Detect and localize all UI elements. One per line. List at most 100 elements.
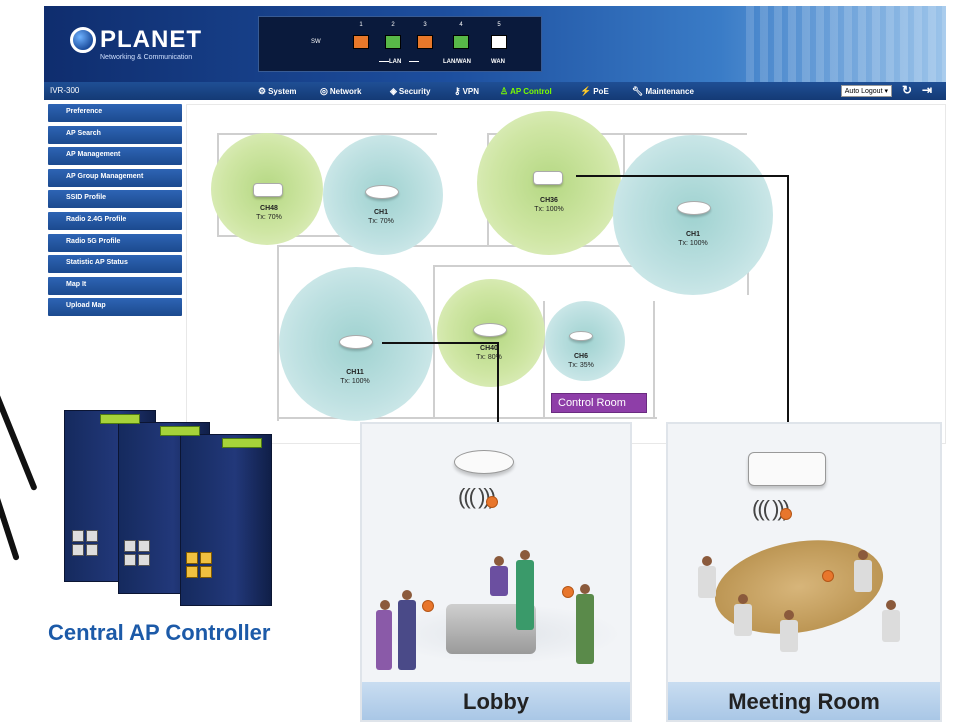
rj45-port-icon [138,540,150,552]
menu-security[interactable]: ◈Security [390,86,431,97]
poe-icon: ⚡ [580,86,592,96]
sidebar-item-ap-search[interactable]: AP Search [48,125,182,144]
rj45-port-icon [86,530,98,542]
sidebar-item-radio-24g-profile[interactable]: Radio 2.4G Profile [48,211,182,230]
meeting-room-panel: ((( ))) Meeting Room [666,422,942,722]
access-point-icon[interactable] [339,335,373,349]
port-1-icon[interactable] [353,35,369,49]
menu-poe[interactable]: ⚡PoE [580,86,609,97]
terminal-block-icon [222,438,262,448]
wifi-signal-icon [422,600,434,612]
model-name: IVR-300 [50,86,80,95]
ap-tx-power: Tx: 80% [476,354,502,361]
shield-icon: ◈ [390,86,397,96]
menu-label: Maintenance [645,87,694,96]
wifi-signal-icon [562,586,574,598]
sidebar-item-map-it[interactable]: Map It [48,276,182,295]
port-status-panel: SW 1 2 3 4 5 LAN LAN/WAN WAN [258,16,542,72]
port-group-label: LAN [389,59,402,65]
ap-tx-power: Tx: 70% [368,218,394,225]
access-point-icon[interactable] [569,331,593,341]
menu-label: Security [398,87,431,96]
globe-logo-icon [70,27,96,53]
sidebar-item-statistic-ap-status[interactable]: Statistic AP Status [48,255,182,274]
port-number: 3 [423,22,427,28]
control-room-label: Control Room [551,393,647,413]
rj45-port-icon [124,540,136,552]
sfp-port-icon [186,566,198,578]
ap-tx-power: Tx: 35% [568,362,594,369]
ap-tx-power: Tx: 100% [340,378,370,385]
access-point-icon[interactable] [473,323,507,337]
menu-label: PoE [593,87,609,96]
port-2-icon[interactable] [385,35,401,49]
access-point-icon[interactable] [677,201,711,215]
access-point-icon[interactable] [533,171,563,185]
meeting-room-label: Meeting Room [668,682,940,720]
ap-channel: CH1 [685,231,700,238]
connection-line [787,175,789,447]
sidebar-item-preference[interactable]: Preference [48,104,182,122]
ap-tx-power: Tx: 100% [678,240,708,247]
antenna-icon [0,321,38,492]
ap-channel: CH6 [573,353,588,360]
menu-vpn[interactable]: ⚷VPN [454,86,479,97]
ceiling-ap-icon [454,450,514,474]
coverage-zone [545,301,625,381]
planet-logo: PLANET [70,26,202,54]
port-5-icon[interactable] [491,35,507,49]
port-number: 4 [459,22,463,28]
ap-channel: CH1 [373,209,388,216]
access-point-icon[interactable] [253,183,283,197]
port-number: 5 [497,22,501,28]
ap-channel: CH48 [260,205,278,212]
sw-label: SW [311,39,321,45]
menu-system[interactable]: ⚙System [258,86,297,97]
sfp-port-icon [200,552,212,564]
port-number: 2 [391,22,395,28]
menu-ap-control[interactable]: ♙AP Control [500,86,552,97]
floor-map: CH48 Tx: 70% CH1 Tx: 70% CH36 Tx: 100% C… [186,104,946,444]
port-number: 1 [359,22,363,28]
port-group-label: WAN [491,59,505,65]
coverage-zone [613,135,773,295]
rj45-port-icon [124,554,136,566]
sidebar-item-ssid-profile[interactable]: SSID Profile [48,190,182,209]
lobby-label: Lobby [362,682,630,720]
sidebar-item-ap-group-management[interactable]: AP Group Management [48,168,182,187]
access-point-icon[interactable] [365,185,399,199]
brand-subtitle: Networking & Communication [100,54,193,61]
ap-channel: CH11 [346,369,364,376]
menu-label: VPN [462,87,480,96]
sfp-port-icon [186,552,198,564]
rj45-port-icon [138,554,150,566]
auto-logout-select[interactable]: Auto Logout ▾ [840,85,892,97]
lobby-panel: ((( ))) Lobby [360,422,632,722]
ap-channel: CH40 [480,345,498,352]
sidebar-item-upload-map[interactable]: Upload Map [48,298,182,317]
ap-tx-power: Tx: 70% [256,214,282,221]
menu-maintenance[interactable]: 🔧︎Maintenance [632,86,694,97]
product-caption: Central AP Controller [48,620,271,645]
port-group-label: LAN/WAN [443,59,471,65]
connection-line [382,342,498,344]
port-3-icon[interactable] [417,35,433,49]
refresh-icon[interactable]: ↻ [901,83,912,97]
menu-network[interactable]: ◎Network [320,86,361,97]
sidebar: Preference AP Search AP Management AP Gr… [48,104,182,320]
sidebar-item-radio-5g-profile[interactable]: Radio 5G Profile [48,233,182,252]
brand-name: PLANET [100,26,202,53]
terminal-block-icon [160,426,200,436]
sidebar-item-ap-management[interactable]: AP Management [48,147,182,166]
menu-label: System [268,87,297,96]
menu-label: AP Control [510,87,552,96]
terminal-block-icon [100,414,140,424]
menu-bar: IVR-300 ⚙System ◎Network ◈Security ⚷VPN … [44,82,946,100]
logout-icon[interactable]: ⇥ [921,83,932,97]
auto-logout-value: Auto Logout [844,88,883,95]
port-4-icon[interactable] [453,35,469,49]
ap-tx-power: Tx: 100% [534,206,564,213]
sfp-port-icon [200,566,212,578]
wrench-icon: 🔧︎ [632,86,644,96]
rj45-port-icon [72,530,84,542]
